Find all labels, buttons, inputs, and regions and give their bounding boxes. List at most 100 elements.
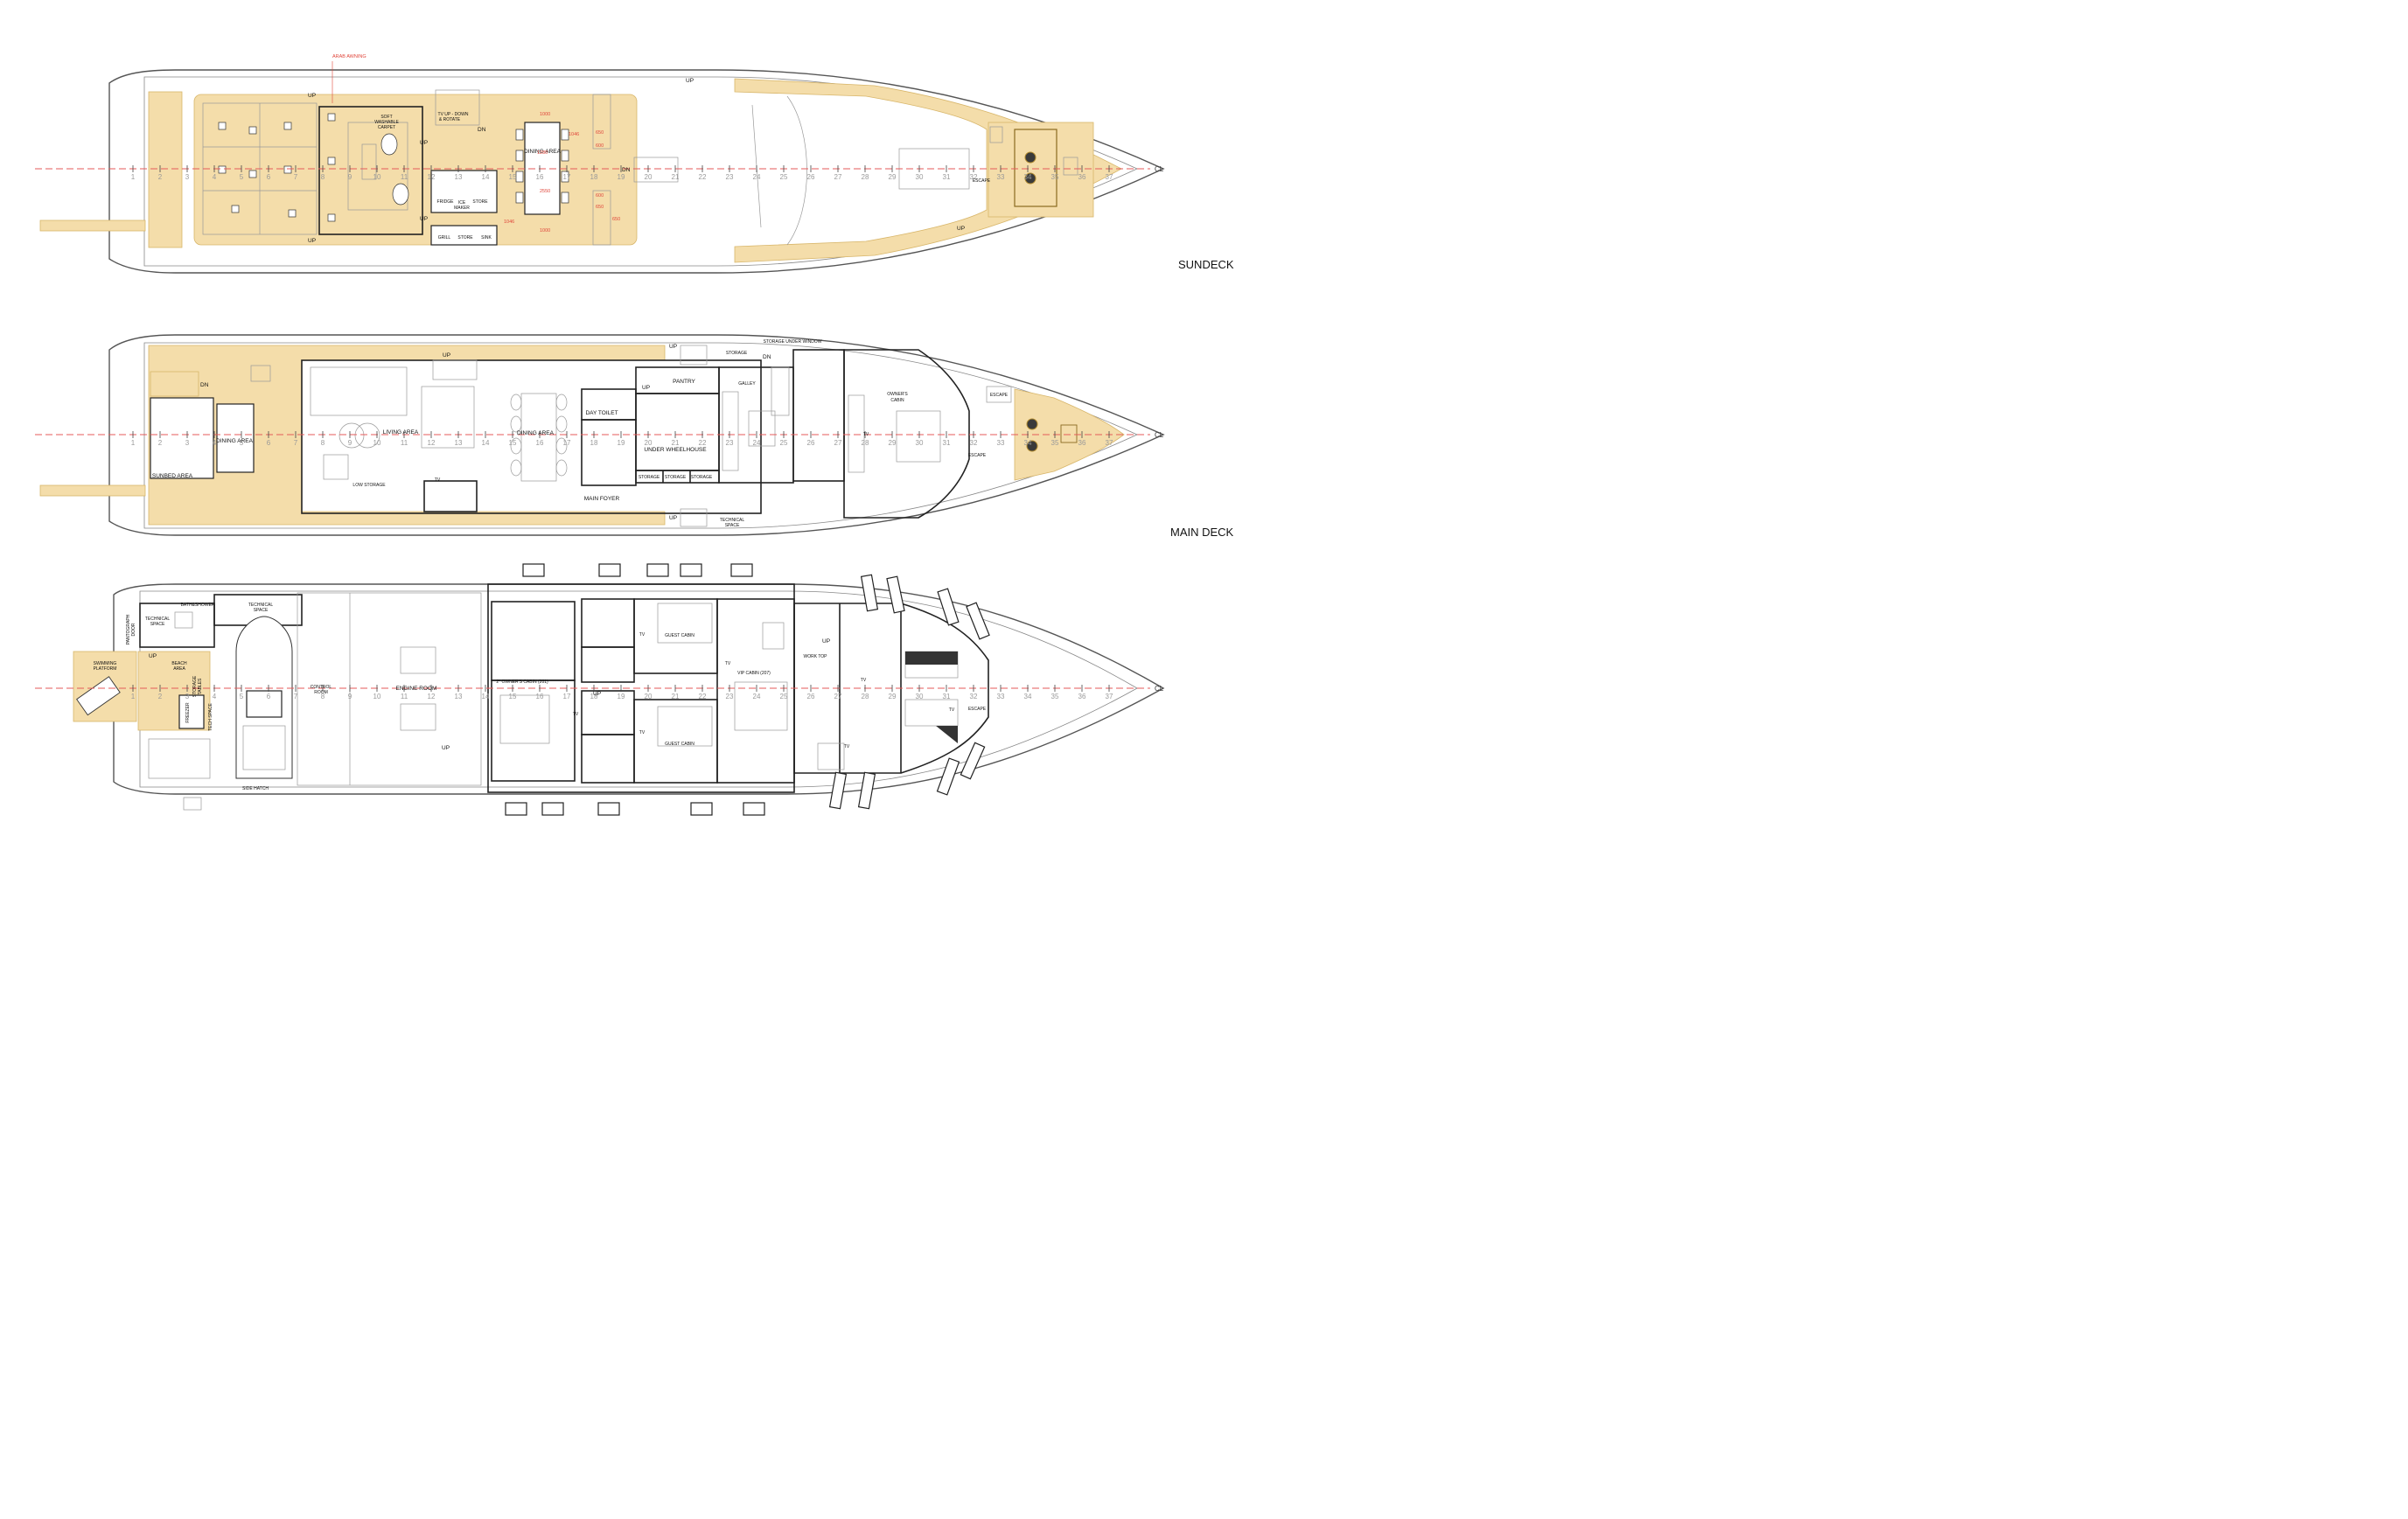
swimming-platform-1: SWIMMING	[94, 661, 117, 666]
main-escape-label-1: ESCAPE	[990, 393, 1009, 398]
lower-tv-2: TV	[639, 730, 646, 735]
lower-up-2: UP	[593, 691, 601, 697]
pantry-label: PANTRY	[673, 379, 695, 385]
storage-under-window-label: STORAGE UNDER WINDOW	[764, 339, 822, 345]
grill-block	[430, 225, 498, 246]
frame-number: 30	[916, 693, 924, 700]
frame-number: 26	[807, 173, 815, 181]
frame-number: 23	[726, 173, 734, 181]
frame-number: 2	[158, 439, 163, 447]
frame-number: 16	[536, 439, 544, 447]
sundeck-up-4: UP	[308, 238, 316, 244]
sundeck-transom-teak	[148, 91, 183, 248]
frame-number: 1	[131, 439, 136, 447]
frame-number: 13	[455, 173, 463, 181]
frame-number: 35	[1051, 173, 1059, 181]
under-wheelhouse-label: UNDER WHEELHOUSE	[644, 447, 707, 453]
frame-number: 34	[1024, 173, 1032, 181]
maindeck-hull	[108, 334, 1165, 536]
frame-number: 19	[618, 173, 625, 181]
sundeck-bow-teak	[988, 122, 1094, 218]
frame-number: 12	[428, 173, 436, 181]
gangway	[39, 219, 146, 232]
frame-number: 18	[590, 439, 598, 447]
lower-up-1: UP	[149, 653, 157, 659]
sink-label: SINK	[481, 235, 492, 240]
frame-number: 32	[970, 693, 978, 700]
frame-number: 9	[348, 173, 352, 181]
ice-maker-label-1: ICE	[458, 200, 466, 206]
guest-cabin-label-2: GUEST CABIN	[665, 742, 694, 747]
frame-number: 12	[428, 439, 436, 447]
main-up-1: UP	[443, 352, 450, 359]
frame-number: 8	[321, 693, 325, 700]
frame-number: 27	[834, 439, 842, 447]
fridge-label: FRIDGE	[437, 199, 455, 205]
galley	[718, 366, 794, 484]
frame-number: 7	[294, 693, 298, 700]
main-windlass-2	[1026, 440, 1038, 452]
frame-number: 20	[645, 439, 653, 447]
frame-number: 6	[267, 439, 271, 447]
freezer-label: FREEZER	[185, 702, 191, 723]
anchor-well	[1014, 129, 1057, 207]
main-foyer-label: MAIN FOYER	[584, 496, 620, 502]
main-dn-2: DN	[763, 354, 771, 360]
dim-10: 1000	[540, 228, 550, 233]
frame-number: 31	[943, 693, 951, 700]
frame-number: 32	[970, 173, 978, 181]
frame-number: 14	[482, 439, 490, 447]
windlass-1	[1024, 151, 1036, 164]
frame-number: 12	[428, 693, 436, 700]
lower-tv-7: TV	[949, 707, 955, 713]
storage-label-4: STORAGE	[726, 351, 748, 356]
frame-number: 6	[267, 693, 271, 700]
frame-number: 34	[1024, 693, 1032, 700]
frame-number: 16	[536, 693, 544, 700]
frame-number: 3	[185, 173, 190, 181]
galley-label: GALLEY	[738, 381, 756, 387]
sunbed-area-label: SUNBED AREA	[152, 473, 193, 479]
dim-9: 1046	[504, 219, 514, 225]
lower-tv-3: TV	[573, 712, 579, 717]
arab-awning-label: ARAB AWNING	[332, 54, 366, 59]
frame-number: 29	[889, 693, 897, 700]
side-hatch-label: SIDE HATCH	[242, 786, 269, 791]
main-dn-label: DN	[200, 382, 209, 388]
frame-number: 22	[699, 173, 707, 181]
frame-number: 28	[862, 173, 869, 181]
frame-number: 1	[131, 173, 136, 181]
hull-fins	[505, 563, 990, 816]
frame-number: 30	[916, 173, 924, 181]
maindeck-saloon	[301, 359, 762, 514]
frame-number: 32	[970, 439, 978, 447]
sundeck-dn-1: DN	[478, 127, 486, 133]
engine-room	[297, 592, 482, 786]
frame-number: 29	[889, 439, 897, 447]
day-toilet-label: DAY TOILET	[585, 410, 618, 416]
frame-number: 8	[321, 439, 325, 447]
frame-number: 33	[997, 693, 1005, 700]
frame-number: 4	[213, 173, 217, 181]
second-owners-cabin-block	[491, 601, 576, 681]
frame-number: 23	[726, 693, 734, 700]
beach-area-2: AREA	[173, 666, 185, 672]
tv-up-down-label-1: TV UP - DOWN	[438, 112, 469, 117]
frame-number: 14	[482, 693, 490, 700]
sunbed	[150, 397, 214, 479]
frame-number: 5	[240, 439, 244, 447]
frame-number: 21	[672, 173, 680, 181]
aft-dining-table	[216, 403, 255, 473]
frame-number: 27	[834, 693, 842, 700]
owners-cabin-label-1: OWNER'S	[887, 392, 908, 397]
dim-8: 650	[596, 205, 604, 210]
frame-number: 10	[373, 439, 381, 447]
frame-number: 35	[1051, 693, 1059, 700]
storage-label-2: STORAGE	[665, 475, 687, 480]
sundeck-stair-dn	[633, 157, 679, 183]
sundeck-dining-label: DINING AREA	[524, 149, 562, 155]
crew-area	[793, 603, 989, 774]
frame-number: 7	[294, 439, 298, 447]
